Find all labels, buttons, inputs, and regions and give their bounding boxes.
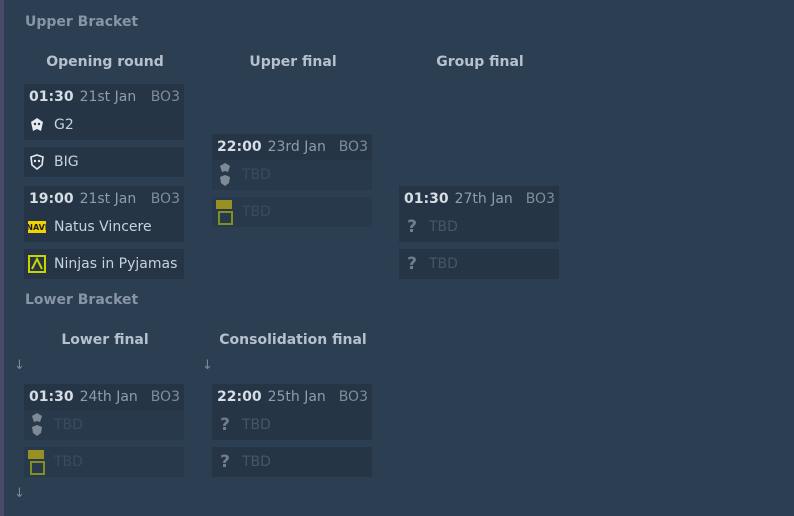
match-card[interactable]: 01:30 24th Jan BO3 TBD TBD: [24, 384, 184, 477]
team-row[interactable]: TBD: [24, 447, 184, 477]
arrow-down-icon: ↓: [14, 486, 25, 501]
match-header: 01:30 21st Jan BO3: [24, 84, 184, 110]
col-opening-round: Opening round: [46, 54, 164, 70]
match-card[interactable]: 22:00 25th Jan BO3 ? TBD ? TBD: [212, 384, 372, 477]
arrow-down-icon: ↓: [202, 358, 213, 373]
match-header: 01:30 24th Jan BO3: [24, 384, 184, 410]
match-card[interactable]: 01:30 27th Jan BO3 ? TBD ? TBD: [399, 186, 559, 279]
match-date: 23rd Jan: [267, 139, 326, 155]
match-format: BO3: [338, 389, 368, 405]
upper-bracket-title: Upper Bracket: [25, 14, 139, 30]
team-row[interactable]: ? TBD: [212, 447, 372, 477]
g2-logo-icon: [28, 116, 46, 134]
question-mark-icon: ?: [220, 452, 230, 472]
match-time: 01:30: [29, 389, 74, 405]
match-format: BO3: [150, 89, 180, 105]
match-date: 27th Jan: [454, 191, 513, 207]
col-group-final: Group final: [436, 54, 524, 70]
col-lower-final: Lower final: [61, 332, 149, 348]
team-name: TBD: [242, 204, 271, 220]
team-name: TBD: [242, 167, 271, 183]
team-name: G2: [54, 117, 74, 133]
g2-big-logo-icon: [28, 413, 46, 436]
team-name: TBD: [429, 256, 458, 272]
team-name: TBD: [54, 417, 83, 433]
team-row[interactable]: TBD: [212, 197, 372, 227]
left-edge-bar: [0, 0, 4, 516]
col-upper-final: Upper final: [249, 54, 337, 70]
match-format: BO3: [338, 139, 368, 155]
question-mark-icon: ?: [407, 254, 417, 274]
team-row[interactable]: Ninjas in Pyjamas: [24, 249, 184, 279]
match-card[interactable]: 22:00 23rd Jan BO3 TBD TBD: [212, 134, 372, 227]
question-mark-icon: ?: [407, 217, 417, 237]
match-date: 24th Jan: [79, 389, 138, 405]
match-time: 19:00: [29, 191, 74, 207]
match-format: BO3: [150, 389, 180, 405]
match-date: 25th Jan: [267, 389, 326, 405]
col-consolidation-final: Consolidation final: [219, 332, 367, 348]
team-row[interactable]: ? TBD: [399, 212, 559, 242]
big-logo-icon: [28, 153, 46, 171]
team-row[interactable]: BIG: [24, 147, 184, 177]
team-row[interactable]: ? TBD: [399, 249, 559, 279]
svg-text:NAVI: NAVI: [28, 223, 46, 232]
team-row[interactable]: ? TBD: [212, 410, 372, 440]
navi-nip-logo-icon: [216, 200, 234, 225]
team-name: Natus Vincere: [54, 219, 152, 235]
g2-big-logo-icon: [216, 163, 234, 186]
arrow-down-icon: ↓: [14, 358, 25, 373]
lower-bracket-title: Lower Bracket: [25, 292, 139, 308]
team-row[interactable]: NAVI Natus Vincere: [24, 212, 184, 242]
match-time: 22:00: [217, 389, 262, 405]
team-name: TBD: [242, 454, 271, 470]
question-mark-icon: ?: [220, 415, 230, 435]
team-name: TBD: [429, 219, 458, 235]
match-card[interactable]: 19:00 21st Jan BO3 NAVI Natus Vincere Ni…: [24, 186, 184, 279]
match-format: BO3: [150, 191, 180, 207]
match-header: 22:00 23rd Jan BO3: [212, 134, 372, 160]
navi-nip-logo-icon: [28, 450, 46, 475]
match-date: 21st Jan: [79, 191, 137, 207]
match-header: 19:00 21st Jan BO3: [24, 186, 184, 212]
team-name: Ninjas in Pyjamas: [54, 256, 178, 272]
nip-logo-icon: [28, 255, 46, 273]
team-name: TBD: [242, 417, 271, 433]
match-card[interactable]: 01:30 21st Jan BO3 G2 BIG: [24, 84, 184, 177]
match-time: 01:30: [404, 191, 449, 207]
match-time: 01:30: [29, 89, 74, 105]
team-row[interactable]: TBD: [212, 160, 372, 190]
team-row[interactable]: G2: [24, 110, 184, 140]
match-date: 21st Jan: [79, 89, 137, 105]
team-row[interactable]: TBD: [24, 410, 184, 440]
navi-logo-icon: NAVI: [28, 218, 46, 236]
match-header: 01:30 27th Jan BO3: [399, 186, 559, 212]
team-name: TBD: [54, 454, 83, 470]
team-name: BIG: [54, 154, 79, 170]
match-format: BO3: [525, 191, 555, 207]
match-time: 22:00: [217, 139, 262, 155]
match-header: 22:00 25th Jan BO3: [212, 384, 372, 410]
